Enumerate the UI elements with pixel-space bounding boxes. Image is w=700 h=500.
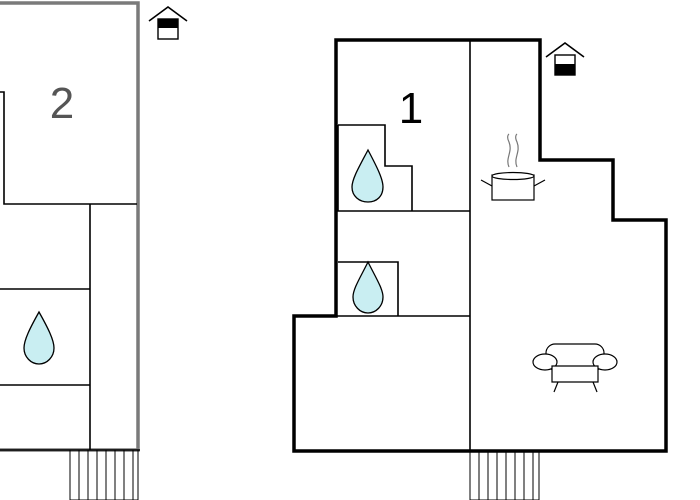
water-drop-icon: [352, 260, 384, 314]
floor-2-plan: 2: [0, 1, 188, 500]
cooking-pot-icon: [480, 133, 546, 201]
floor-2-outer-wall: [0, 1, 140, 452]
water-drop-icon: [23, 310, 55, 365]
house-entrance-icon: [545, 42, 585, 76]
floor-2-interior-walls: [0, 91, 140, 451]
floor-1-interior-walls: [336, 40, 471, 451]
water-drop-icon: [351, 148, 384, 203]
floor-1-room-number: 1: [399, 84, 423, 133]
stairs-icon: [69, 449, 139, 500]
house-entrance-icon: [148, 6, 188, 40]
floor-1-plan: 1: [292, 38, 668, 500]
floor-2-room-number: 2: [50, 79, 74, 128]
floor-1-outer-wall: [292, 38, 668, 453]
stairs-icon: [469, 450, 540, 500]
sofa-icon: [532, 343, 618, 393]
